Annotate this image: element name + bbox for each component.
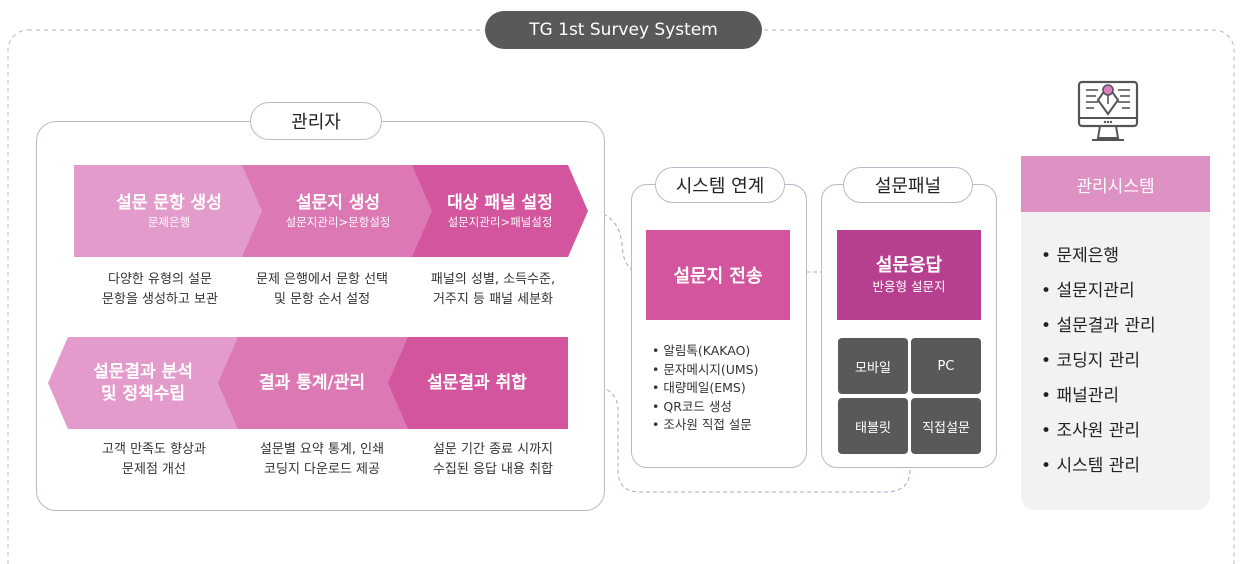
list-item: • 설문지관리: [1041, 281, 1135, 301]
step-title: 설문지 생성: [295, 193, 381, 213]
step-analysis-policy: 설문결과 분석 및 정책수립: [48, 337, 238, 429]
send-survey-title: 설문지 전송: [673, 266, 763, 287]
list-item: • 대량메일(EMS): [652, 380, 746, 395]
list-item: • 패널관리: [1041, 386, 1119, 406]
mgmt-panel: [1021, 156, 1210, 510]
mgmt-header: 관리시스템: [1021, 156, 1210, 212]
channel-list: • 알림톡(KAKAO) • 문자메시지(UMS) • 대량메일(EMS) • …: [652, 342, 758, 435]
step-title: 설문 문항 생성: [116, 193, 222, 213]
device-tablet: 태블릿: [838, 398, 908, 454]
step-sub: 설문지관리>패널설정: [447, 215, 553, 229]
computer-gear-icon: [1077, 80, 1139, 141]
step-create-survey: 설문지 생성 설문지관리>문항설정: [242, 165, 434, 257]
list-item: • 시스템 관리: [1041, 456, 1141, 476]
send-survey-box: 설문지 전송: [646, 230, 790, 320]
step-collect-results: 설문결과 취합: [386, 337, 568, 429]
system-link-label: 시스템 연계: [655, 167, 785, 203]
device-pc: PC: [911, 338, 981, 394]
step-title-line: 설문결과 분석: [93, 362, 193, 382]
list-item: • 알림톡(KAKAO): [652, 343, 751, 358]
list-item: • 설문결과 관리: [1041, 316, 1156, 336]
step-title: 대상 패널 설정: [447, 193, 553, 213]
arrow-response-to-collect: [575, 383, 911, 493]
admin-label: 관리자: [250, 102, 382, 140]
list-item: • 조사원 직접 설문: [652, 417, 752, 432]
list-item: • QR코드 생성: [652, 398, 732, 414]
survey-panel-label: 설문패널: [843, 167, 973, 203]
response-sub: 반응형 설문지: [872, 279, 946, 294]
device-mobile: 모바일: [838, 338, 908, 394]
survey-response-box: 설문응답 반응형 설문지: [837, 230, 981, 320]
step-title: 설문결과 취합: [427, 373, 527, 393]
list-item: • 문자메시지(UMS): [652, 361, 759, 377]
list-item: • 문제은행: [1041, 246, 1119, 266]
device-direct: 직접설문: [911, 398, 981, 454]
step-title: 결과 통계/관리: [259, 373, 365, 393]
step-title-line: 및 정책수립: [100, 384, 186, 404]
mgmt-header-label: 관리시스템: [1076, 176, 1155, 197]
step-create-questions: 설문 문항 생성 문제은행: [74, 165, 264, 257]
step-desc: 패널의 성별, 소득수준,거주지 등 패널 세분화: [430, 272, 556, 307]
step-sub: 문제은행: [147, 215, 191, 229]
step-sub: 설문지관리>문항설정: [285, 215, 391, 229]
response-title: 설문응답: [875, 255, 943, 276]
list-item: • 조사원 관리: [1041, 421, 1141, 441]
step-result-stats: 결과 통계/관리: [216, 337, 408, 429]
step-target-panel: 대상 패널 설정 설문지관리>패널설정: [412, 165, 588, 257]
mgmt-list: • 문제은행 • 설문지관리 • 설문결과 관리 • 코딩지 관리 • 패널관리…: [1041, 239, 1156, 484]
system-title: TG 1st Survey System: [485, 11, 762, 49]
list-item: • 코딩지 관리: [1041, 351, 1141, 371]
